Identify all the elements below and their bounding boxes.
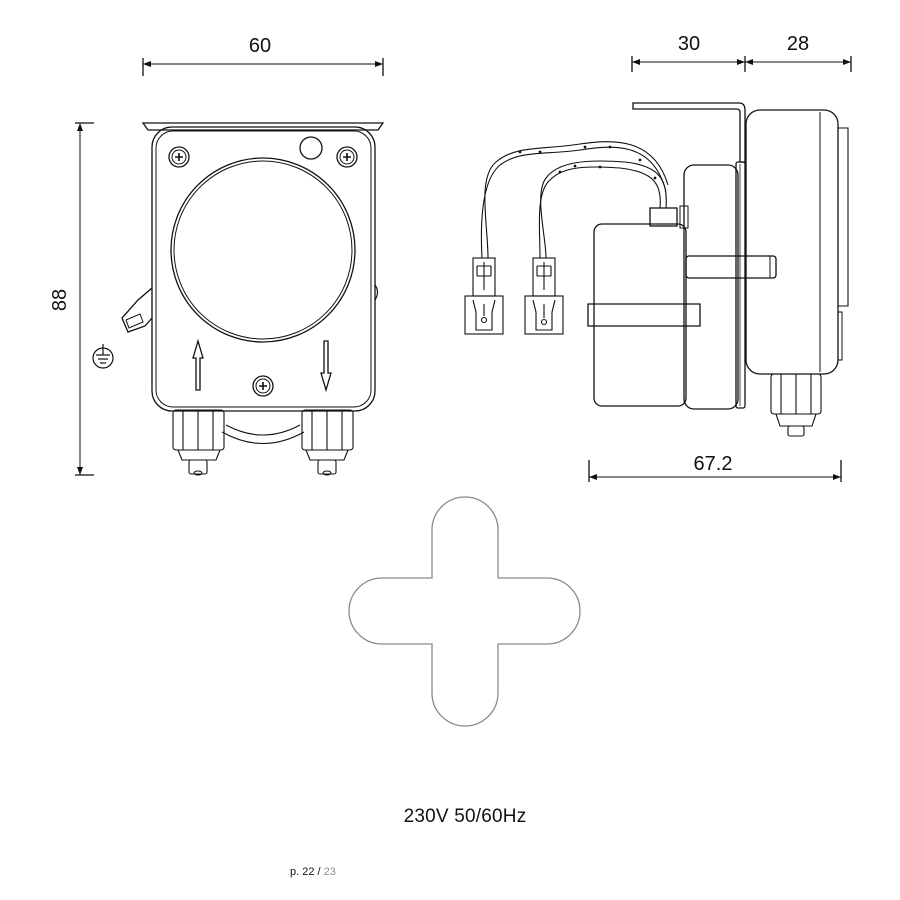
page-current: p. 22 [290, 866, 315, 878]
side-bracket [632, 102, 746, 163]
cross-mark-icon [348, 496, 581, 727]
dimension-front-width-label: 60 [249, 35, 271, 57]
mounting-bracket [141, 122, 385, 131]
pump-body [151, 126, 376, 412]
dimension-front-width [142, 58, 384, 76]
side-motor-housing [683, 164, 739, 410]
motor-strap [587, 303, 701, 327]
voltage-caption: 230V 50/60Hz [403, 806, 527, 827]
dimension-side-total [588, 460, 842, 482]
ground-terminal [121, 287, 153, 333]
flow-arrow-down-icon [320, 340, 332, 393]
page-indicator: p. 22 / 23 [290, 866, 336, 878]
page-total: 23 [323, 866, 336, 878]
hose-fitting-left [172, 409, 225, 476]
screw-icon [168, 146, 190, 168]
wire-gland [649, 207, 678, 227]
rotor-cover [170, 157, 356, 343]
side-hose-fitting [770, 373, 822, 437]
dimension-side-motor-label: 30 [678, 33, 700, 55]
pump-body-inner [155, 130, 372, 408]
side-view: 30 28 67.2 [464, 33, 852, 482]
dimension-side-total-label: 67.2 [694, 453, 733, 475]
dimension-side-top [631, 56, 852, 72]
spade-connector-right [524, 257, 564, 335]
hose-fitting-right [301, 409, 354, 476]
side-shaft [685, 255, 777, 279]
dimension-side-head-label: 28 [787, 33, 809, 55]
screw-icon [336, 146, 358, 168]
ground-symbol-icon [92, 344, 114, 369]
side-wires [480, 141, 669, 259]
page-separator: / [314, 866, 324, 878]
side-flange [735, 161, 746, 409]
flow-arrow-up-icon [192, 338, 204, 391]
dimension-front-height [75, 122, 94, 476]
screw-icon [252, 375, 274, 397]
indicator-hole [299, 136, 323, 160]
spade-connector-left [464, 257, 504, 335]
side-pump-head [745, 109, 839, 375]
dimension-front-height-label: 88 [49, 289, 71, 311]
front-view: 60 88 [49, 35, 385, 476]
side-motor-can [593, 223, 687, 407]
